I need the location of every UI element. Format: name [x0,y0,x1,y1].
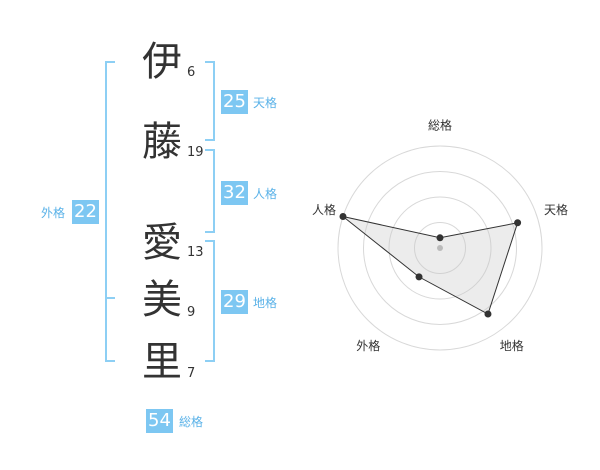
soukaku-label: 総格 [179,415,204,429]
radar-axis-label-3: 地格 [500,338,524,353]
radar-point-2 [514,219,522,227]
chikaku-label: 地格 [253,296,278,310]
radar-ring [414,222,466,274]
radar-point-4 [415,273,423,281]
stroke-count-3: 13 [187,245,204,260]
radar-ring [388,196,492,300]
stroke-count-5: 7 [187,366,196,381]
jinkaku-label: 人格 [253,187,278,201]
radar-axis-label-1: 総格 [428,118,452,133]
radar-ring [363,171,517,325]
chikaku-value: 29 [221,290,248,314]
tenkaku-value: 25 [221,90,248,114]
tenkaku-bracket [205,61,215,141]
stroke-count-1: 6 [187,65,196,80]
gaikaku-value: 22 [72,200,99,224]
gaikaku-label: 外格 [41,206,66,220]
gaikaku-divider [105,297,115,299]
radar-axis-label-5: 人格 [312,202,336,217]
name-char-1: 伊 [142,39,182,85]
radar-axis-label-2: 天格 [544,202,568,217]
stroke-count-4: 9 [187,305,196,320]
jinkaku-bracket [205,149,215,233]
gaikaku-bracket [105,61,115,362]
radar-point-1 [436,234,444,242]
chikaku-bracket [205,240,215,362]
soukaku-value: 54 [146,409,173,433]
tenkaku-label: 天格 [253,96,278,110]
name-char-4: 美 [142,277,182,323]
name-char-3: 愛 [142,220,182,266]
radar-axis-label-4: 外格 [356,338,380,353]
radar-point-3 [484,310,492,318]
name-char-5: 里 [142,339,182,385]
jinkaku-value: 32 [221,181,248,205]
radar-series-area [342,215,519,315]
stroke-count-2: 19 [187,145,204,160]
radar-ring [337,145,543,351]
radar-center-dot [437,245,443,251]
radar-point-5 [339,212,347,220]
name-char-2: 藤 [142,119,182,165]
